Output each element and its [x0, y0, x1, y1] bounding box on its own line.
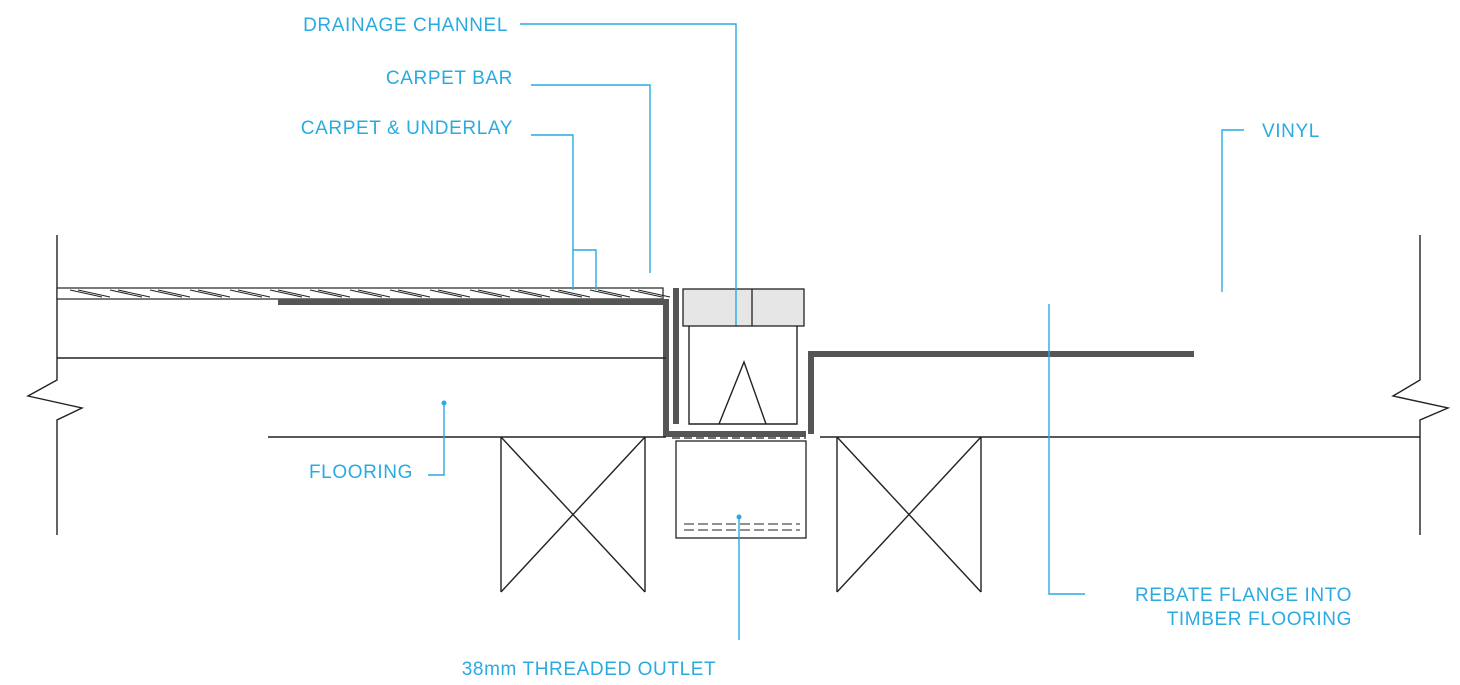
right-break-line — [1391, 235, 1451, 535]
label-vinyl: VINYL — [1262, 121, 1320, 142]
left-break-line — [26, 235, 85, 535]
outlet-dot — [736, 514, 742, 520]
timber-joist-right — [836, 436, 982, 593]
vinyl-rebate-flange — [808, 351, 1194, 434]
carpet-bar — [278, 299, 806, 437]
label-carpet-underlay: CARPET & UNDERLAY — [301, 118, 513, 139]
label-rebate-flange-line1: REBATE FLANGE INTO — [1135, 585, 1352, 606]
flooring-dot — [441, 400, 447, 406]
carpet-underlay-layer — [56, 287, 671, 300]
label-carpet-bar: CARPET BAR — [386, 68, 513, 89]
leader-rebate-flange — [1048, 304, 1085, 595]
drainage-channel-body — [688, 326, 798, 425]
channel-v-profile — [718, 360, 767, 425]
drainage-grate — [682, 288, 805, 327]
label-drainage-channel: DRAINAGE CHANNEL — [303, 15, 508, 36]
label-flooring: FLOORING — [309, 462, 413, 483]
timber-joist-left — [500, 436, 646, 593]
leader-carpet-underlay — [531, 134, 597, 290]
leader-drainage-channel — [520, 23, 737, 325]
leader-vinyl — [1221, 129, 1244, 292]
label-threaded-outlet: 38mm THREADED OUTLET — [462, 659, 716, 680]
leader-carpet-bar — [531, 84, 651, 273]
threaded-outlet — [672, 437, 807, 539]
leader-flooring — [428, 403, 445, 476]
label-rebate-flange-line2: TIMBER FLOORING — [1167, 609, 1352, 630]
